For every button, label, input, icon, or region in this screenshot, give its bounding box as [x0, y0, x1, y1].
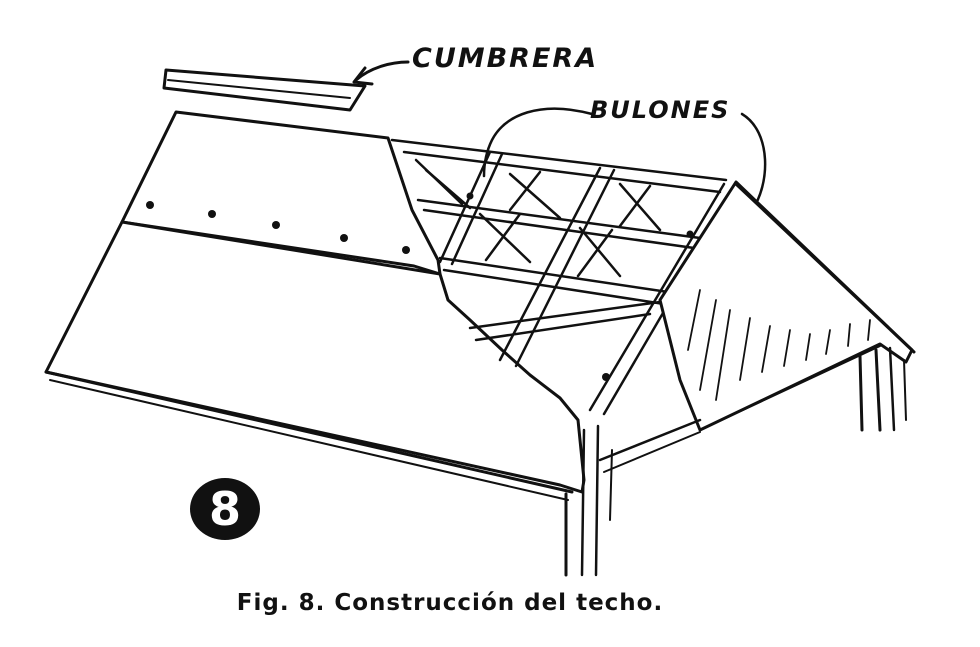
cumbrera-label: CUMBRERA	[412, 43, 599, 74]
truss-framework	[390, 138, 738, 416]
figure-number-badge: 8	[190, 478, 260, 540]
cumbrera-arrowhead	[352, 66, 374, 86]
figure-caption: Fig. 8. Construcción del techo.	[236, 590, 664, 616]
bulones-leader	[482, 107, 594, 178]
bulones-label: BULONES	[590, 96, 731, 124]
roof-slope-right	[658, 180, 916, 432]
figure-number: 8	[208, 482, 241, 536]
ridge-cap-piece	[162, 68, 367, 112]
support-posts	[564, 346, 907, 577]
roof-sheet-lower	[44, 220, 586, 501]
